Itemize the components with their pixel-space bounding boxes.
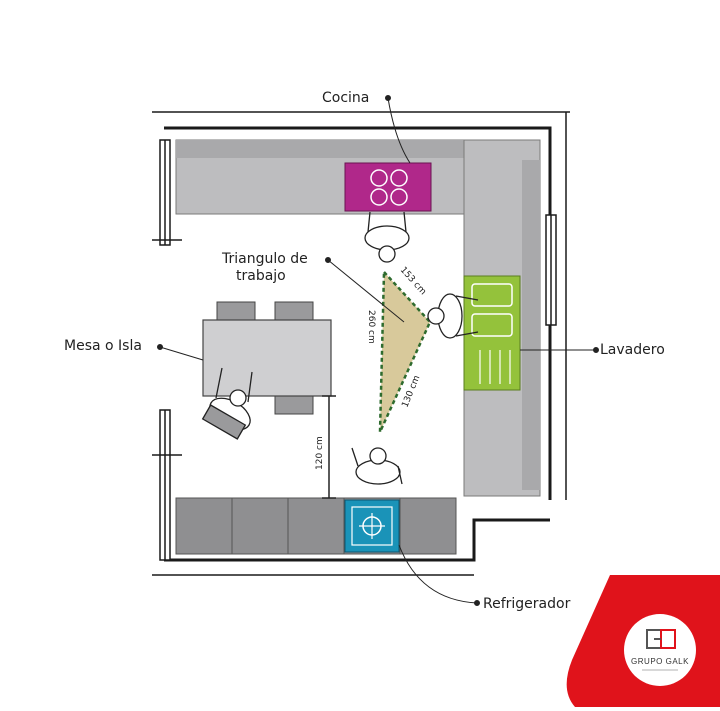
window-right bbox=[545, 214, 557, 326]
leader-lines bbox=[157, 95, 599, 606]
stove bbox=[344, 162, 432, 212]
label-cocina: Cocina bbox=[322, 90, 370, 106]
window-left-bottom bbox=[152, 409, 182, 561]
person-sink bbox=[427, 293, 479, 339]
fridge bbox=[344, 499, 400, 553]
label-triangulo-2: trabajo bbox=[236, 268, 286, 284]
window-left-top bbox=[152, 139, 182, 246]
label-triangulo-1: Triangulo de bbox=[222, 251, 308, 267]
bottom-counter bbox=[175, 497, 457, 555]
dim-260-label: 260 cm bbox=[366, 310, 376, 344]
label-mesa: Mesa o Isla bbox=[64, 338, 142, 354]
table-island bbox=[202, 301, 332, 415]
dim-120-label: 120 cm bbox=[315, 436, 325, 470]
person-table bbox=[201, 367, 253, 440]
brand-badge: GRUPO GALK bbox=[566, 575, 720, 707]
person-stove bbox=[364, 211, 410, 263]
brand-logo-icon bbox=[646, 629, 676, 649]
walls bbox=[152, 111, 570, 576]
brand-name: GRUPO GALK bbox=[631, 657, 689, 666]
person-fridge bbox=[351, 447, 403, 485]
label-refrigerador: Refrigerador bbox=[483, 596, 571, 612]
dim-120 bbox=[322, 395, 336, 499]
label-lavadero: Lavadero bbox=[600, 342, 665, 358]
